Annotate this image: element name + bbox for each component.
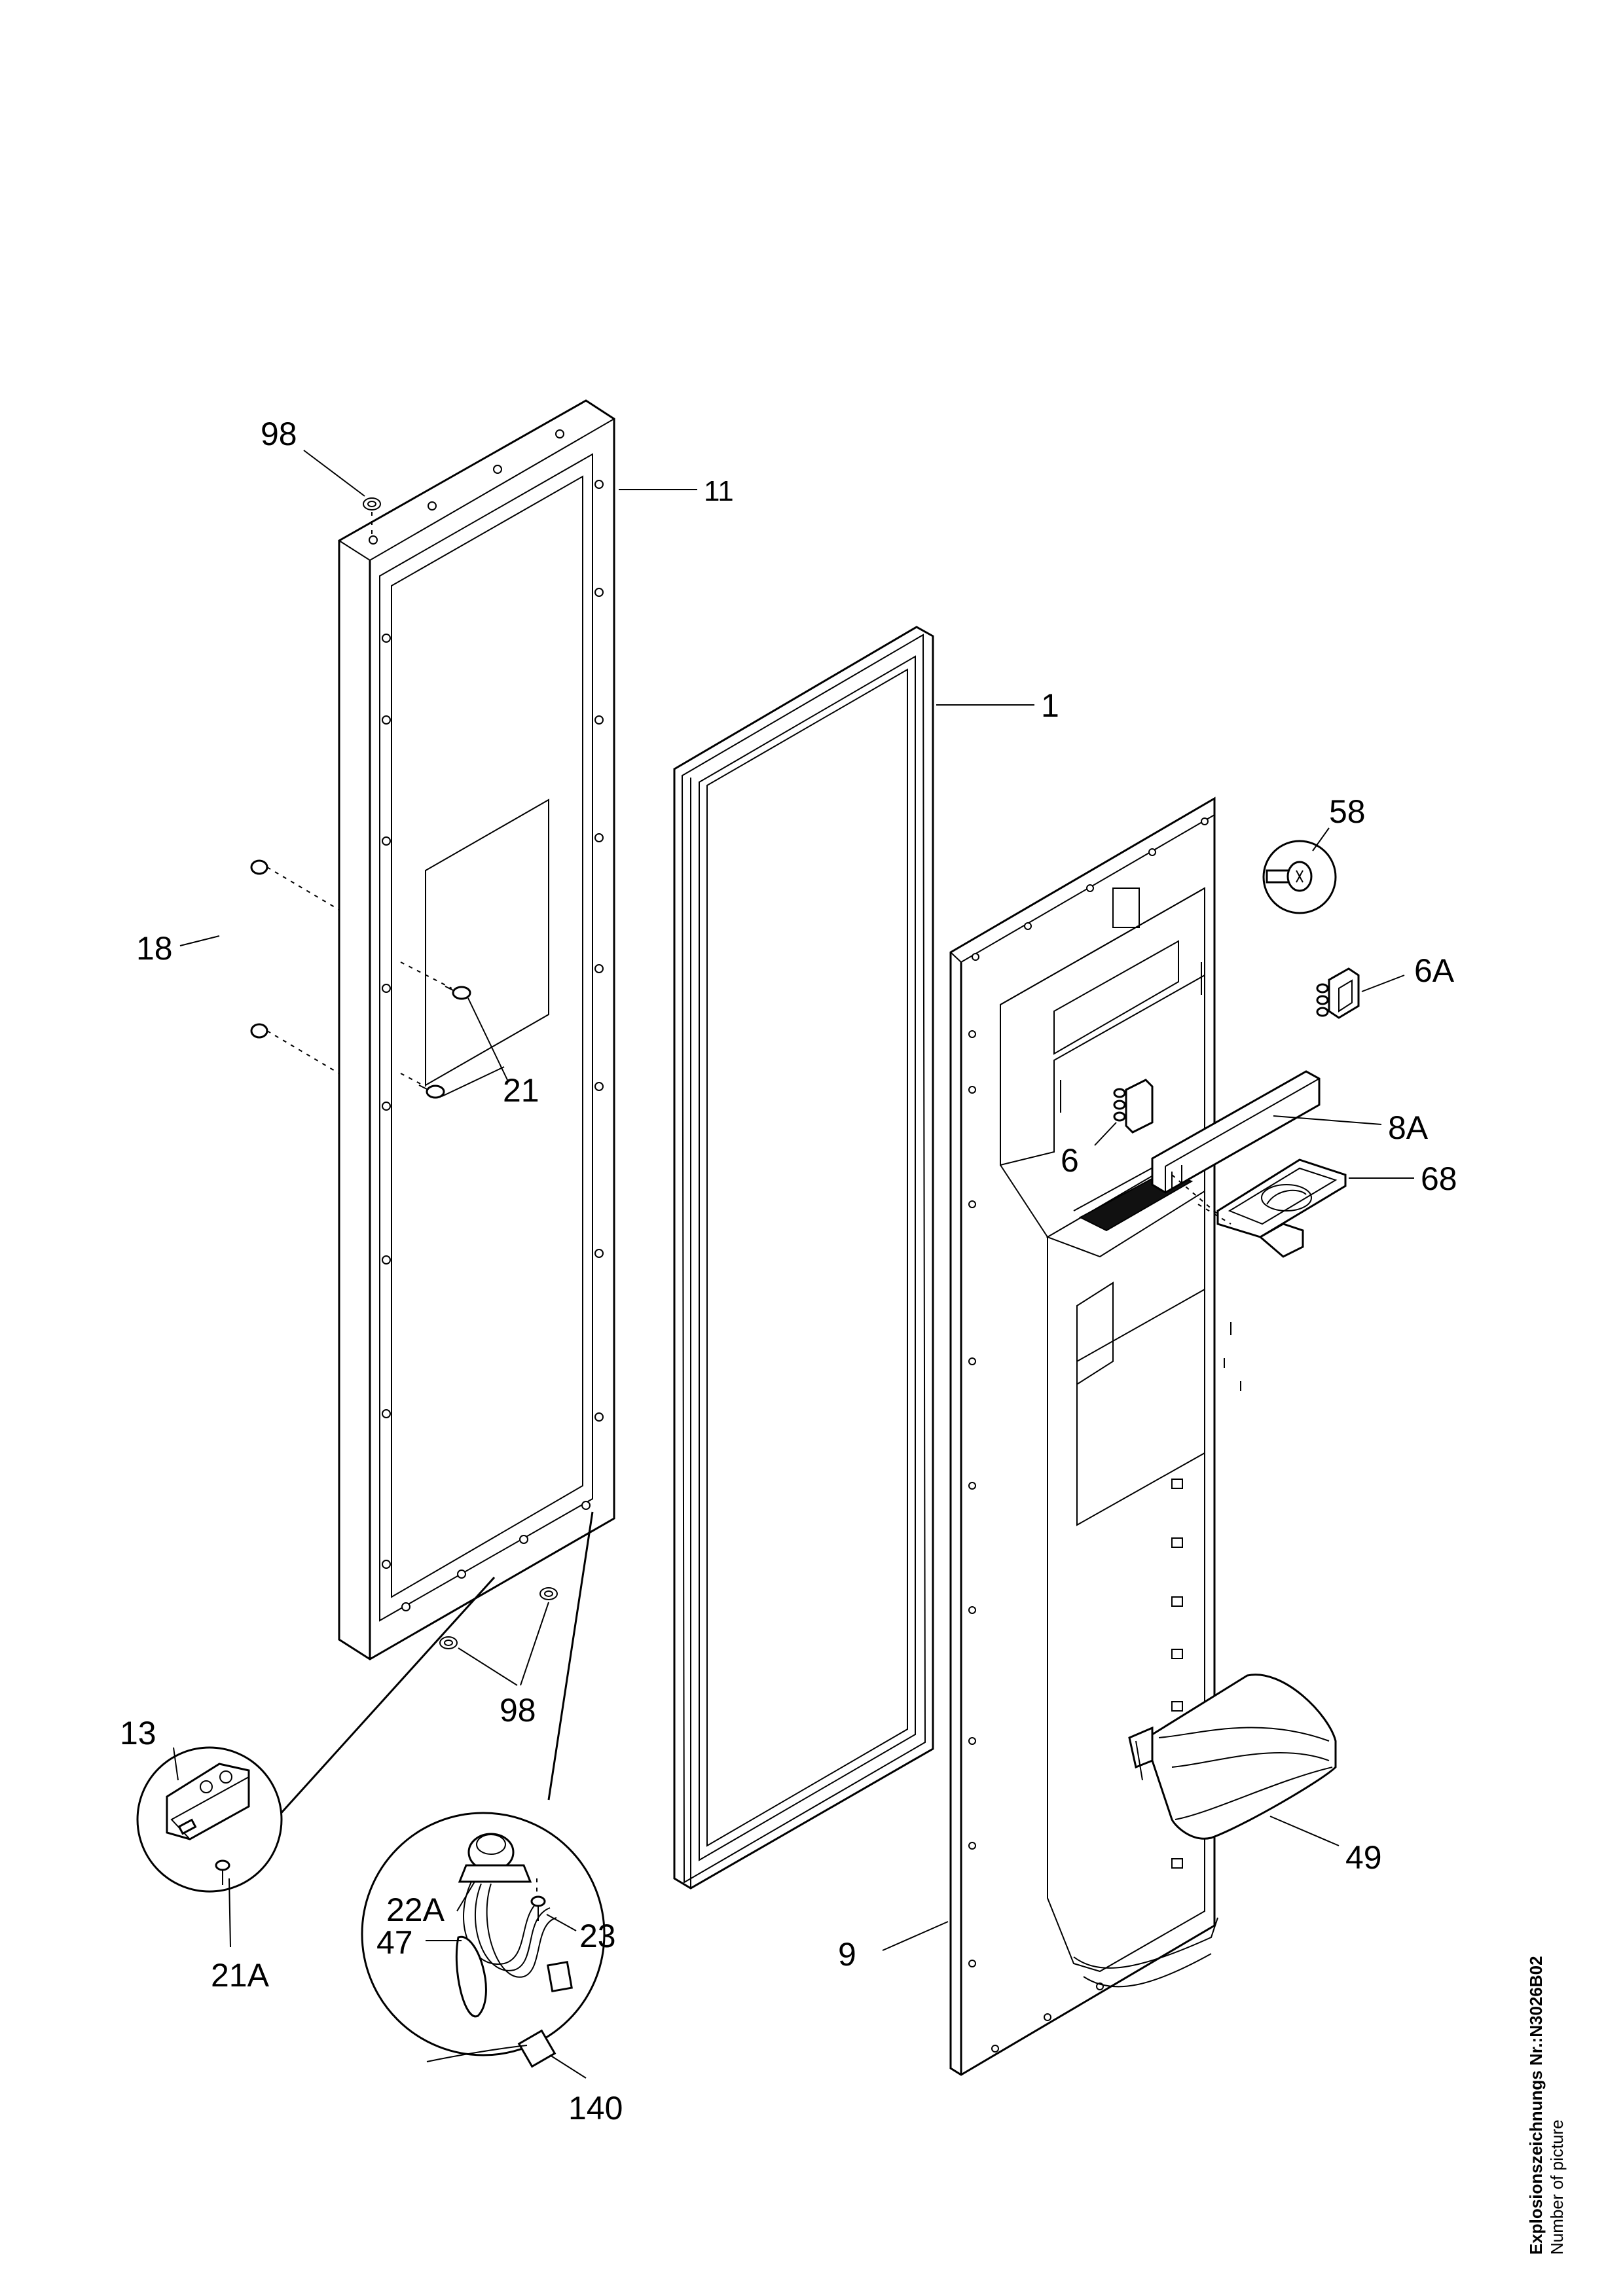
- lamp-cover-68: [1171, 1158, 1414, 1258]
- label-18: 18: [136, 930, 173, 967]
- door-liner-9: [949, 797, 1241, 2076]
- label-49: 49: [1345, 1839, 1382, 1876]
- drawing-number: Explosionszeichnungs Nr.:N3026B02: [1526, 1956, 1546, 2255]
- label-21: 21: [503, 1072, 539, 1109]
- gasket-1: [673, 626, 934, 1890]
- drawing-caption: Explosionszeichnungs Nr.:N3026B02 Number…: [1526, 1956, 1567, 2255]
- label-9: 9: [838, 1936, 856, 1973]
- label-6A: 6A: [1414, 952, 1455, 989]
- door-bin-49: [1128, 1674, 1340, 1846]
- washers-98-bottom: [439, 1587, 558, 1686]
- label-23: 23: [579, 1918, 616, 1954]
- door-panel-11: [338, 399, 615, 1660]
- label-21A: 21A: [211, 1957, 270, 1994]
- label-98-bottom: 98: [500, 1692, 536, 1729]
- label-11: 11: [704, 475, 734, 507]
- label-8A: 8A: [1388, 1109, 1429, 1146]
- label-68: 68: [1421, 1160, 1457, 1197]
- label-22A: 22A: [386, 1892, 445, 1928]
- label-6: 6: [1061, 1142, 1079, 1179]
- drawing-subtitle: Number of picture: [1547, 2119, 1567, 2255]
- label-13: 13: [120, 1715, 156, 1751]
- hinge-detail-13: [136, 1576, 496, 1948]
- label-1: 1: [1041, 687, 1059, 724]
- rail-8A: [1151, 1070, 1382, 1194]
- label-98-top: 98: [261, 416, 297, 452]
- washer-98-top: [303, 450, 381, 538]
- label-58: 58: [1329, 793, 1366, 830]
- label-140: 140: [568, 2090, 623, 2126]
- label-47: 47: [376, 1924, 413, 1961]
- screw-58-detail: [1262, 827, 1337, 914]
- heater-detail-22A: [361, 1511, 606, 2079]
- bracket-6A: [1316, 967, 1405, 1019]
- bracket-6: [1094, 1079, 1154, 1146]
- handle-18: [179, 859, 340, 1074]
- screws-21: [400, 961, 508, 1099]
